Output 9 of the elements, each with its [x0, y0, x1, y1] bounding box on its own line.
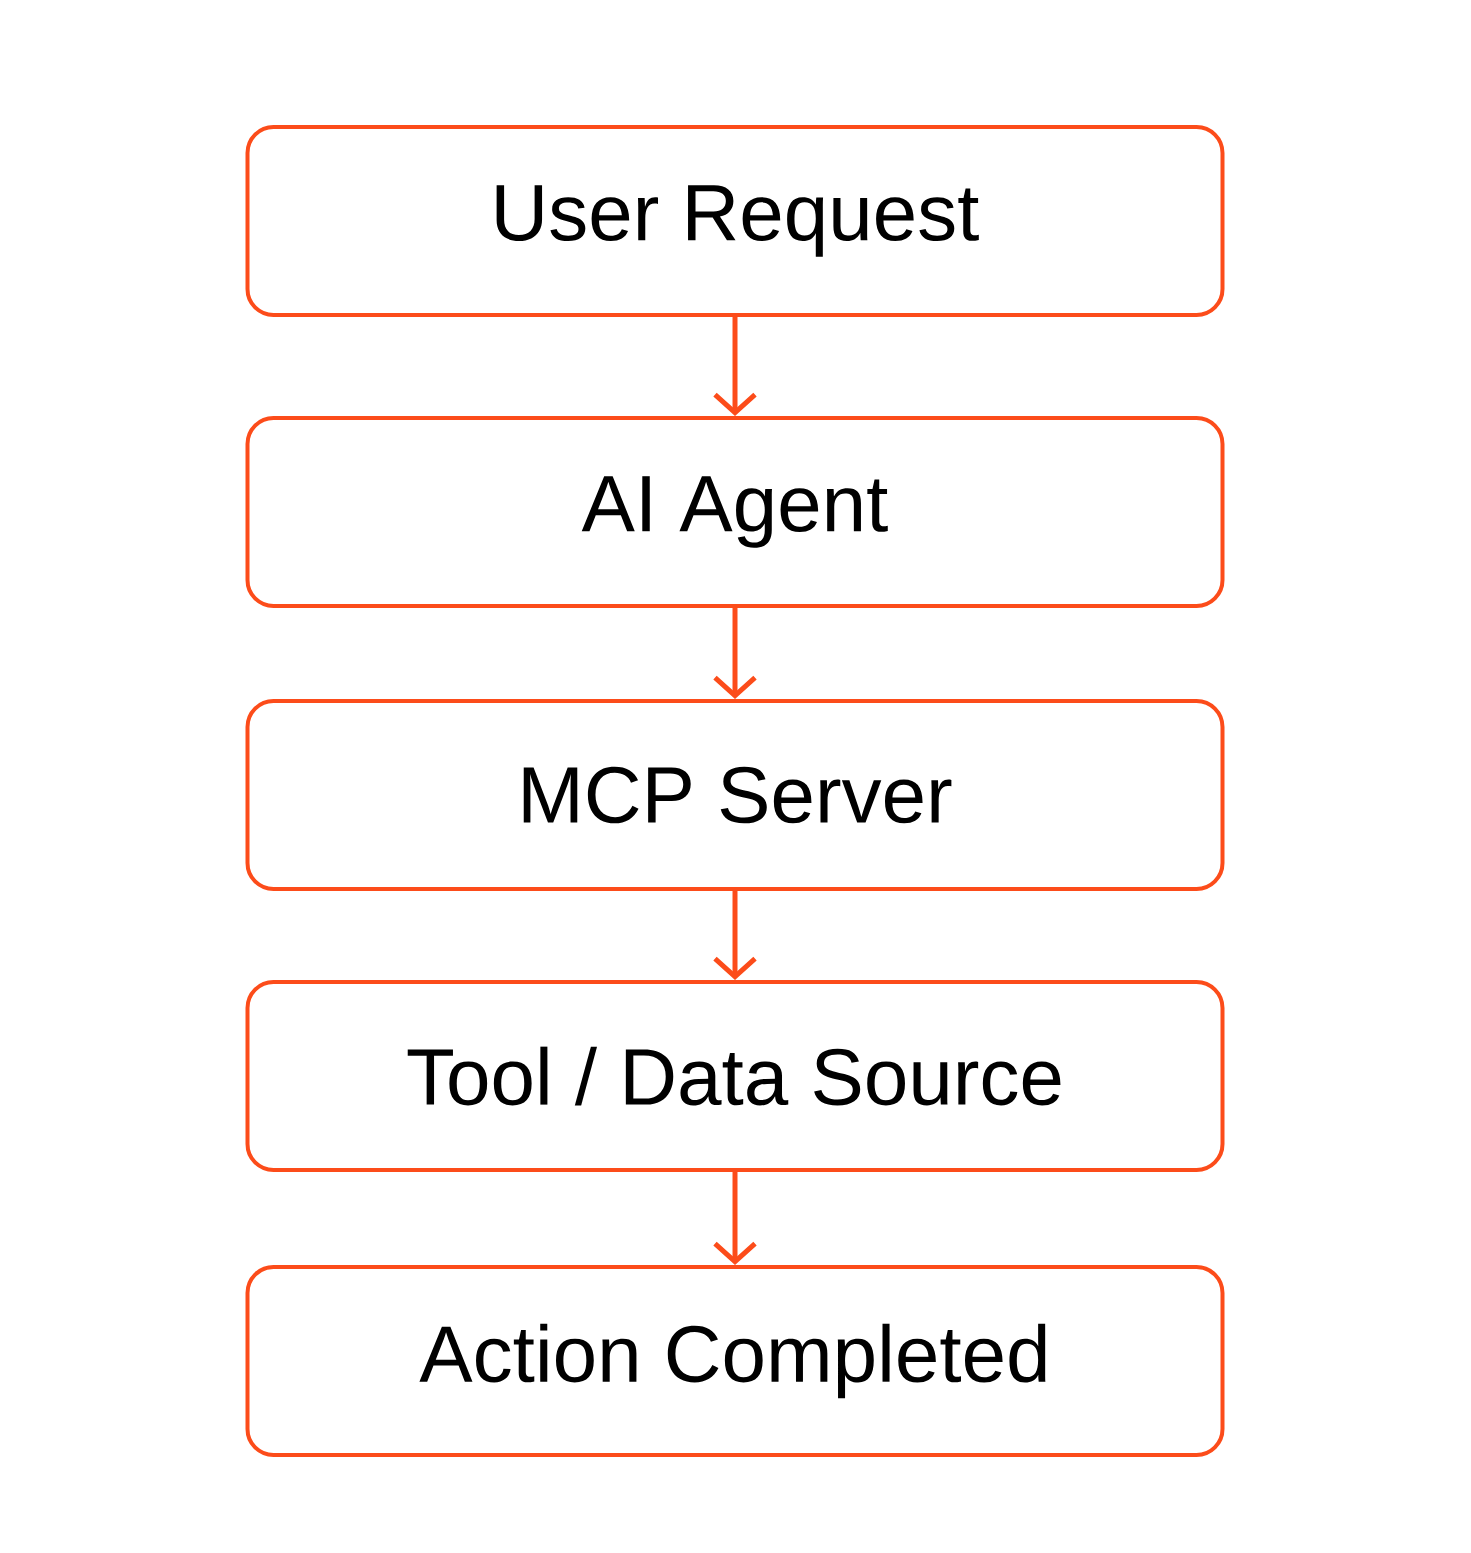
process-box: MCP Server — [245, 699, 1225, 891]
arrow — [713, 891, 757, 980]
process-box: AI Agent — [245, 416, 1225, 608]
process-box: Action Completed — [245, 1265, 1225, 1457]
arrow — [713, 317, 757, 416]
arrow — [713, 608, 757, 699]
process-box: Tool / Data Source — [245, 980, 1225, 1172]
arrow — [713, 1172, 757, 1265]
process-box: User Request — [245, 125, 1225, 317]
